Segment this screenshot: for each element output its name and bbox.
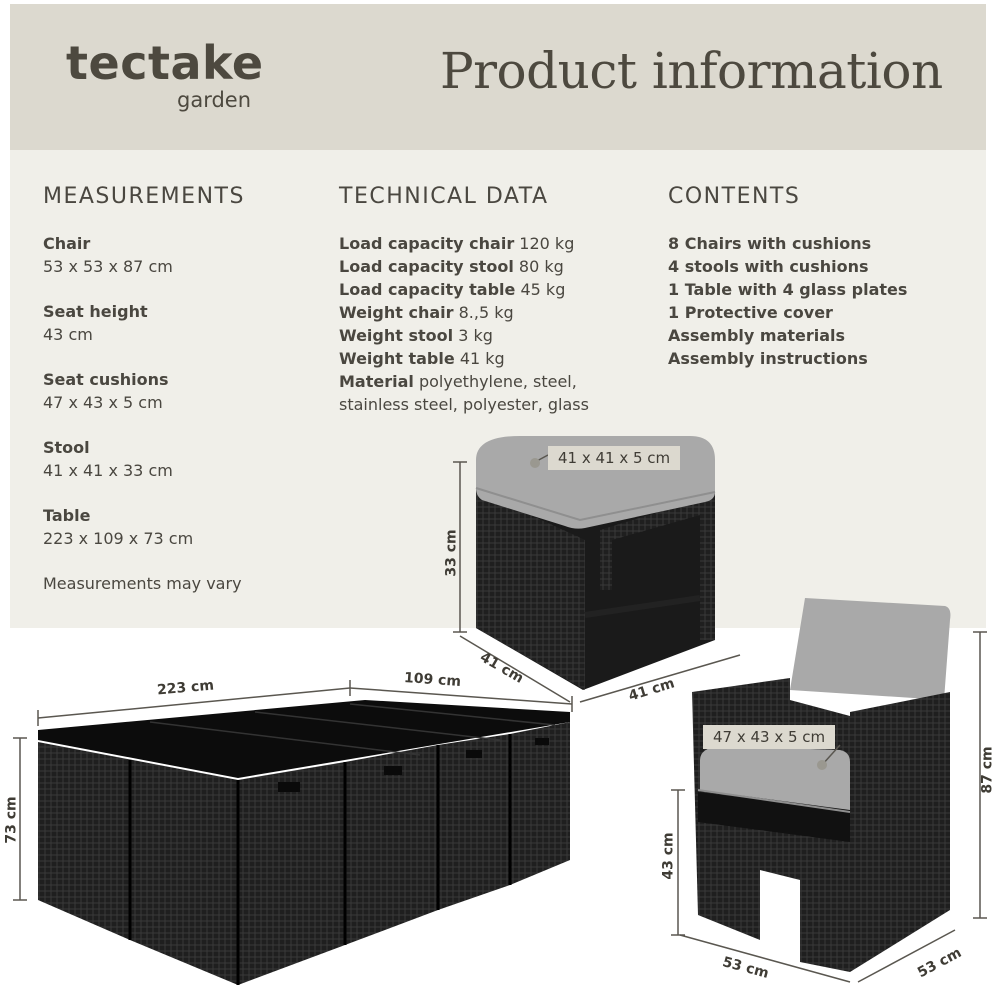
measure-value: 41 x 41 x 33 cm — [43, 461, 173, 480]
brand-name: tectake — [66, 36, 264, 90]
tech-label: Load capacity table — [339, 280, 516, 299]
tech-value: 80 kg — [518, 257, 564, 276]
dim-chair-height: 87 cm — [979, 746, 996, 794]
technical-heading: TECHNICAL DATA — [339, 184, 549, 209]
contents-heading: CONTENTS — [668, 184, 801, 209]
tech-row: Weight table 41 kg — [339, 347, 639, 370]
measure-item: Stool 41 x 41 x 33 cm — [43, 436, 303, 482]
measurements-column: MEASUREMENTS Chair 53 x 53 x 87 cm Seat h… — [43, 182, 303, 595]
tech-value: 8.,5 kg — [458, 303, 514, 322]
stool-cushion-callout: 41 x 41 x 5 cm — [548, 446, 681, 470]
tech-value: 3 kg — [458, 326, 493, 345]
chair-cushion-callout: 47 x 43 x 5 cm — [703, 725, 836, 749]
contents-column: CONTENTS 8 Chairs with cushions 4 stools… — [668, 182, 968, 370]
stool-image — [475, 436, 716, 690]
contents-item: 1 Protective cover — [668, 303, 833, 322]
tech-value: polyethylene, steel, — [418, 372, 577, 391]
technical-column: TECHNICAL DATA Load capacity chair 120 k… — [339, 182, 639, 416]
brand-logo: tectake garden — [66, 36, 264, 112]
tech-value: 45 kg — [520, 280, 566, 299]
header-band — [10, 4, 986, 150]
tech-label: Load capacity stool — [339, 257, 514, 276]
chair-image — [692, 598, 951, 972]
tech-material-cont: stainless steel, polyester, glass — [339, 395, 589, 414]
tech-label: Weight chair — [339, 303, 454, 322]
tech-value: 120 kg — [519, 234, 575, 253]
tech-row: Weight stool 3 kg — [339, 324, 639, 347]
contents-item: Assembly instructions — [668, 349, 868, 368]
measure-value: 47 x 43 x 5 cm — [43, 393, 163, 412]
measure-item: Seat height 43 cm — [43, 300, 303, 346]
measure-item: Seat cushions 47 x 43 x 5 cm — [43, 368, 303, 414]
table-image — [38, 700, 570, 985]
page-title: Product information — [440, 42, 943, 100]
measure-label: Stool — [43, 438, 90, 457]
tech-row: Load capacity chair 120 kg — [339, 232, 639, 255]
measure-item: Chair 53 x 53 x 87 cm — [43, 232, 303, 278]
tech-row: Material polyethylene, steel, — [339, 370, 639, 393]
measure-value: 53 x 53 x 87 cm — [43, 257, 173, 276]
tech-label: Material — [339, 372, 414, 391]
tech-row: Load capacity stool 80 kg — [339, 255, 639, 278]
contents-item: 1 Table with 4 glass plates — [668, 280, 908, 299]
measure-label: Table — [43, 506, 91, 525]
measurements-heading: MEASUREMENTS — [43, 184, 245, 209]
contents-item: 4 stools with cushions — [668, 257, 869, 276]
dim-chair-seat-height: 43 cm — [660, 832, 677, 880]
tech-label: Weight stool — [339, 326, 454, 345]
contents-item: Assembly materials — [668, 326, 846, 345]
tech-label: Load capacity chair — [339, 234, 515, 253]
tech-value: 41 kg — [459, 349, 505, 368]
tech-row: Load capacity table 45 kg — [339, 278, 639, 301]
measure-value: 223 x 109 x 73 cm — [43, 529, 194, 548]
measure-label: Seat height — [43, 302, 148, 321]
measure-note: Measurements may vary — [43, 574, 242, 593]
tech-label: Weight table — [339, 349, 455, 368]
dim-stool-height: 33 cm — [443, 529, 460, 577]
measure-label: Chair — [43, 234, 91, 253]
dim-table-height: 73 cm — [3, 796, 20, 844]
measure-item: Table 223 x 109 x 73 cm — [43, 504, 303, 550]
brand-sub: garden — [177, 88, 252, 112]
measure-label: Seat cushions — [43, 370, 169, 389]
tech-row: Weight chair 8.,5 kg — [339, 301, 639, 324]
measure-value: 43 cm — [43, 325, 93, 344]
contents-item: 8 Chairs with cushions — [668, 234, 872, 253]
